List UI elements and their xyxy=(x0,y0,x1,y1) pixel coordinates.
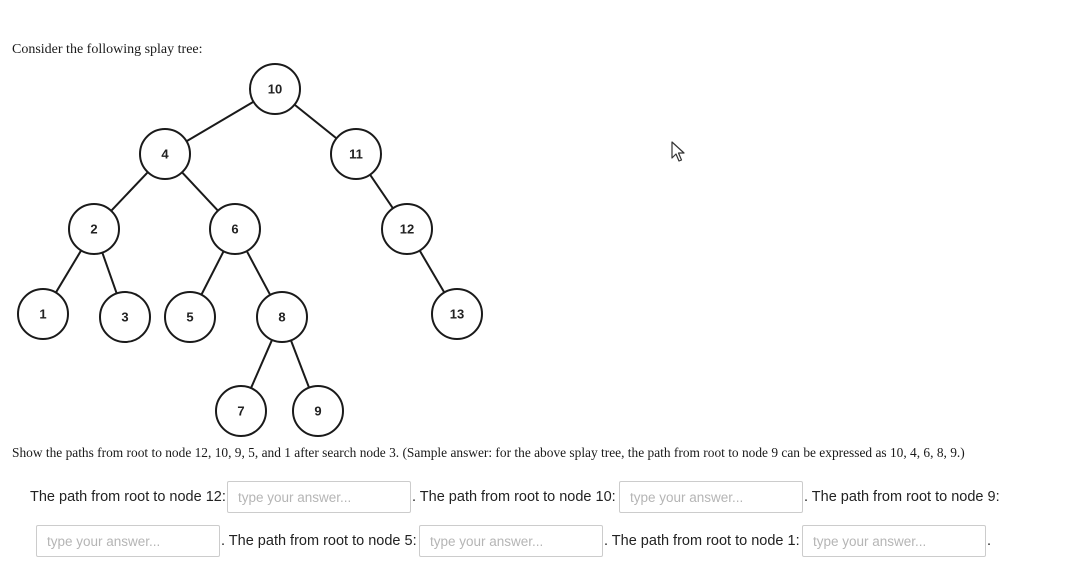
tree-node-circle xyxy=(139,128,191,180)
tree-node-circle xyxy=(330,128,382,180)
tree-node-label: 1 xyxy=(39,307,46,322)
tree-node-circle xyxy=(68,203,120,255)
tree-node-label: 11 xyxy=(349,147,363,162)
tree-node-circle xyxy=(209,203,261,255)
tree-node-label: 2 xyxy=(90,222,97,237)
tree-node-circle xyxy=(17,288,69,340)
tree-edge-4-2 xyxy=(110,171,149,212)
tree-node-7: 7 xyxy=(215,385,267,437)
tree-node-circle xyxy=(249,63,301,115)
question-intro: Consider the following splay tree: xyxy=(12,42,203,57)
node-5-path-label: . The path from root to node 5: xyxy=(221,533,417,549)
tree-node-1: 1 xyxy=(17,288,69,340)
tree-edge-12-13 xyxy=(418,250,446,293)
tree-node-label: 9 xyxy=(314,404,321,419)
tree-node-12: 12 xyxy=(381,203,433,255)
tree-edge-10-11 xyxy=(293,103,338,140)
tree-edge-8-7 xyxy=(250,339,273,389)
tree-node-label: 13 xyxy=(450,307,464,322)
tree-node-2: 2 xyxy=(68,203,120,255)
tree-edge-4-6 xyxy=(181,171,219,212)
tree-edge-2-3 xyxy=(101,252,118,294)
tree-edge-6-5 xyxy=(200,250,225,296)
tree-node-5: 5 xyxy=(164,291,216,343)
tree-edge-10-4 xyxy=(186,100,254,143)
node-10-path-input[interactable] xyxy=(619,481,803,513)
tree-node-3: 3 xyxy=(99,291,151,343)
node-5-path-input[interactable] xyxy=(419,525,603,557)
tree-node-9: 9 xyxy=(292,385,344,437)
tree-edges xyxy=(55,100,446,389)
tree-node-11: 11 xyxy=(330,128,382,180)
node-1-path-input[interactable] xyxy=(802,525,986,557)
tree-node-circle xyxy=(164,291,216,343)
tree-node-circle xyxy=(256,291,308,343)
tree-node-8: 8 xyxy=(256,291,308,343)
tree-node-label: 6 xyxy=(231,222,238,237)
node-10-path-label: . The path from root to node 10: xyxy=(412,489,616,505)
tree-node-label: 4 xyxy=(161,147,169,162)
tree-node-label: 10 xyxy=(268,82,282,97)
tree-node-label: 12 xyxy=(400,222,414,237)
tree-edge-2-1 xyxy=(55,249,82,294)
node-9-path-label: . The path from root to node 9: xyxy=(804,489,1000,505)
tree-node-label: 5 xyxy=(186,310,193,325)
tree-edge-8-9 xyxy=(290,339,310,389)
tree-node-circle xyxy=(215,385,267,437)
tree-node-circle xyxy=(99,291,151,343)
tree-node-10: 10 xyxy=(249,63,301,115)
node-9-path-input[interactable] xyxy=(36,525,220,557)
tree-node-4: 4 xyxy=(139,128,191,180)
tree-node-label: 8 xyxy=(278,310,285,325)
mouse-pointer-icon xyxy=(671,141,685,162)
node-12-path-label: The path from root to node 12: xyxy=(30,489,226,505)
tree-node-label: 7 xyxy=(237,404,244,419)
tree-edge-11-12 xyxy=(369,174,394,209)
tree-node-circle xyxy=(381,203,433,255)
tree-node-circle xyxy=(431,288,483,340)
node-12-path-input[interactable] xyxy=(227,481,411,513)
tree-node-circle xyxy=(292,385,344,437)
tree-edge-6-8 xyxy=(245,250,272,296)
node-1-path-label: . The path from root to node 1: xyxy=(604,533,800,549)
tree-node-13: 13 xyxy=(431,288,483,340)
tree-node-label: 3 xyxy=(121,310,128,325)
tree-node-6: 6 xyxy=(209,203,261,255)
end-period: . xyxy=(987,533,992,549)
question-instructions: Show the paths from root to node 12, 10,… xyxy=(12,445,965,460)
